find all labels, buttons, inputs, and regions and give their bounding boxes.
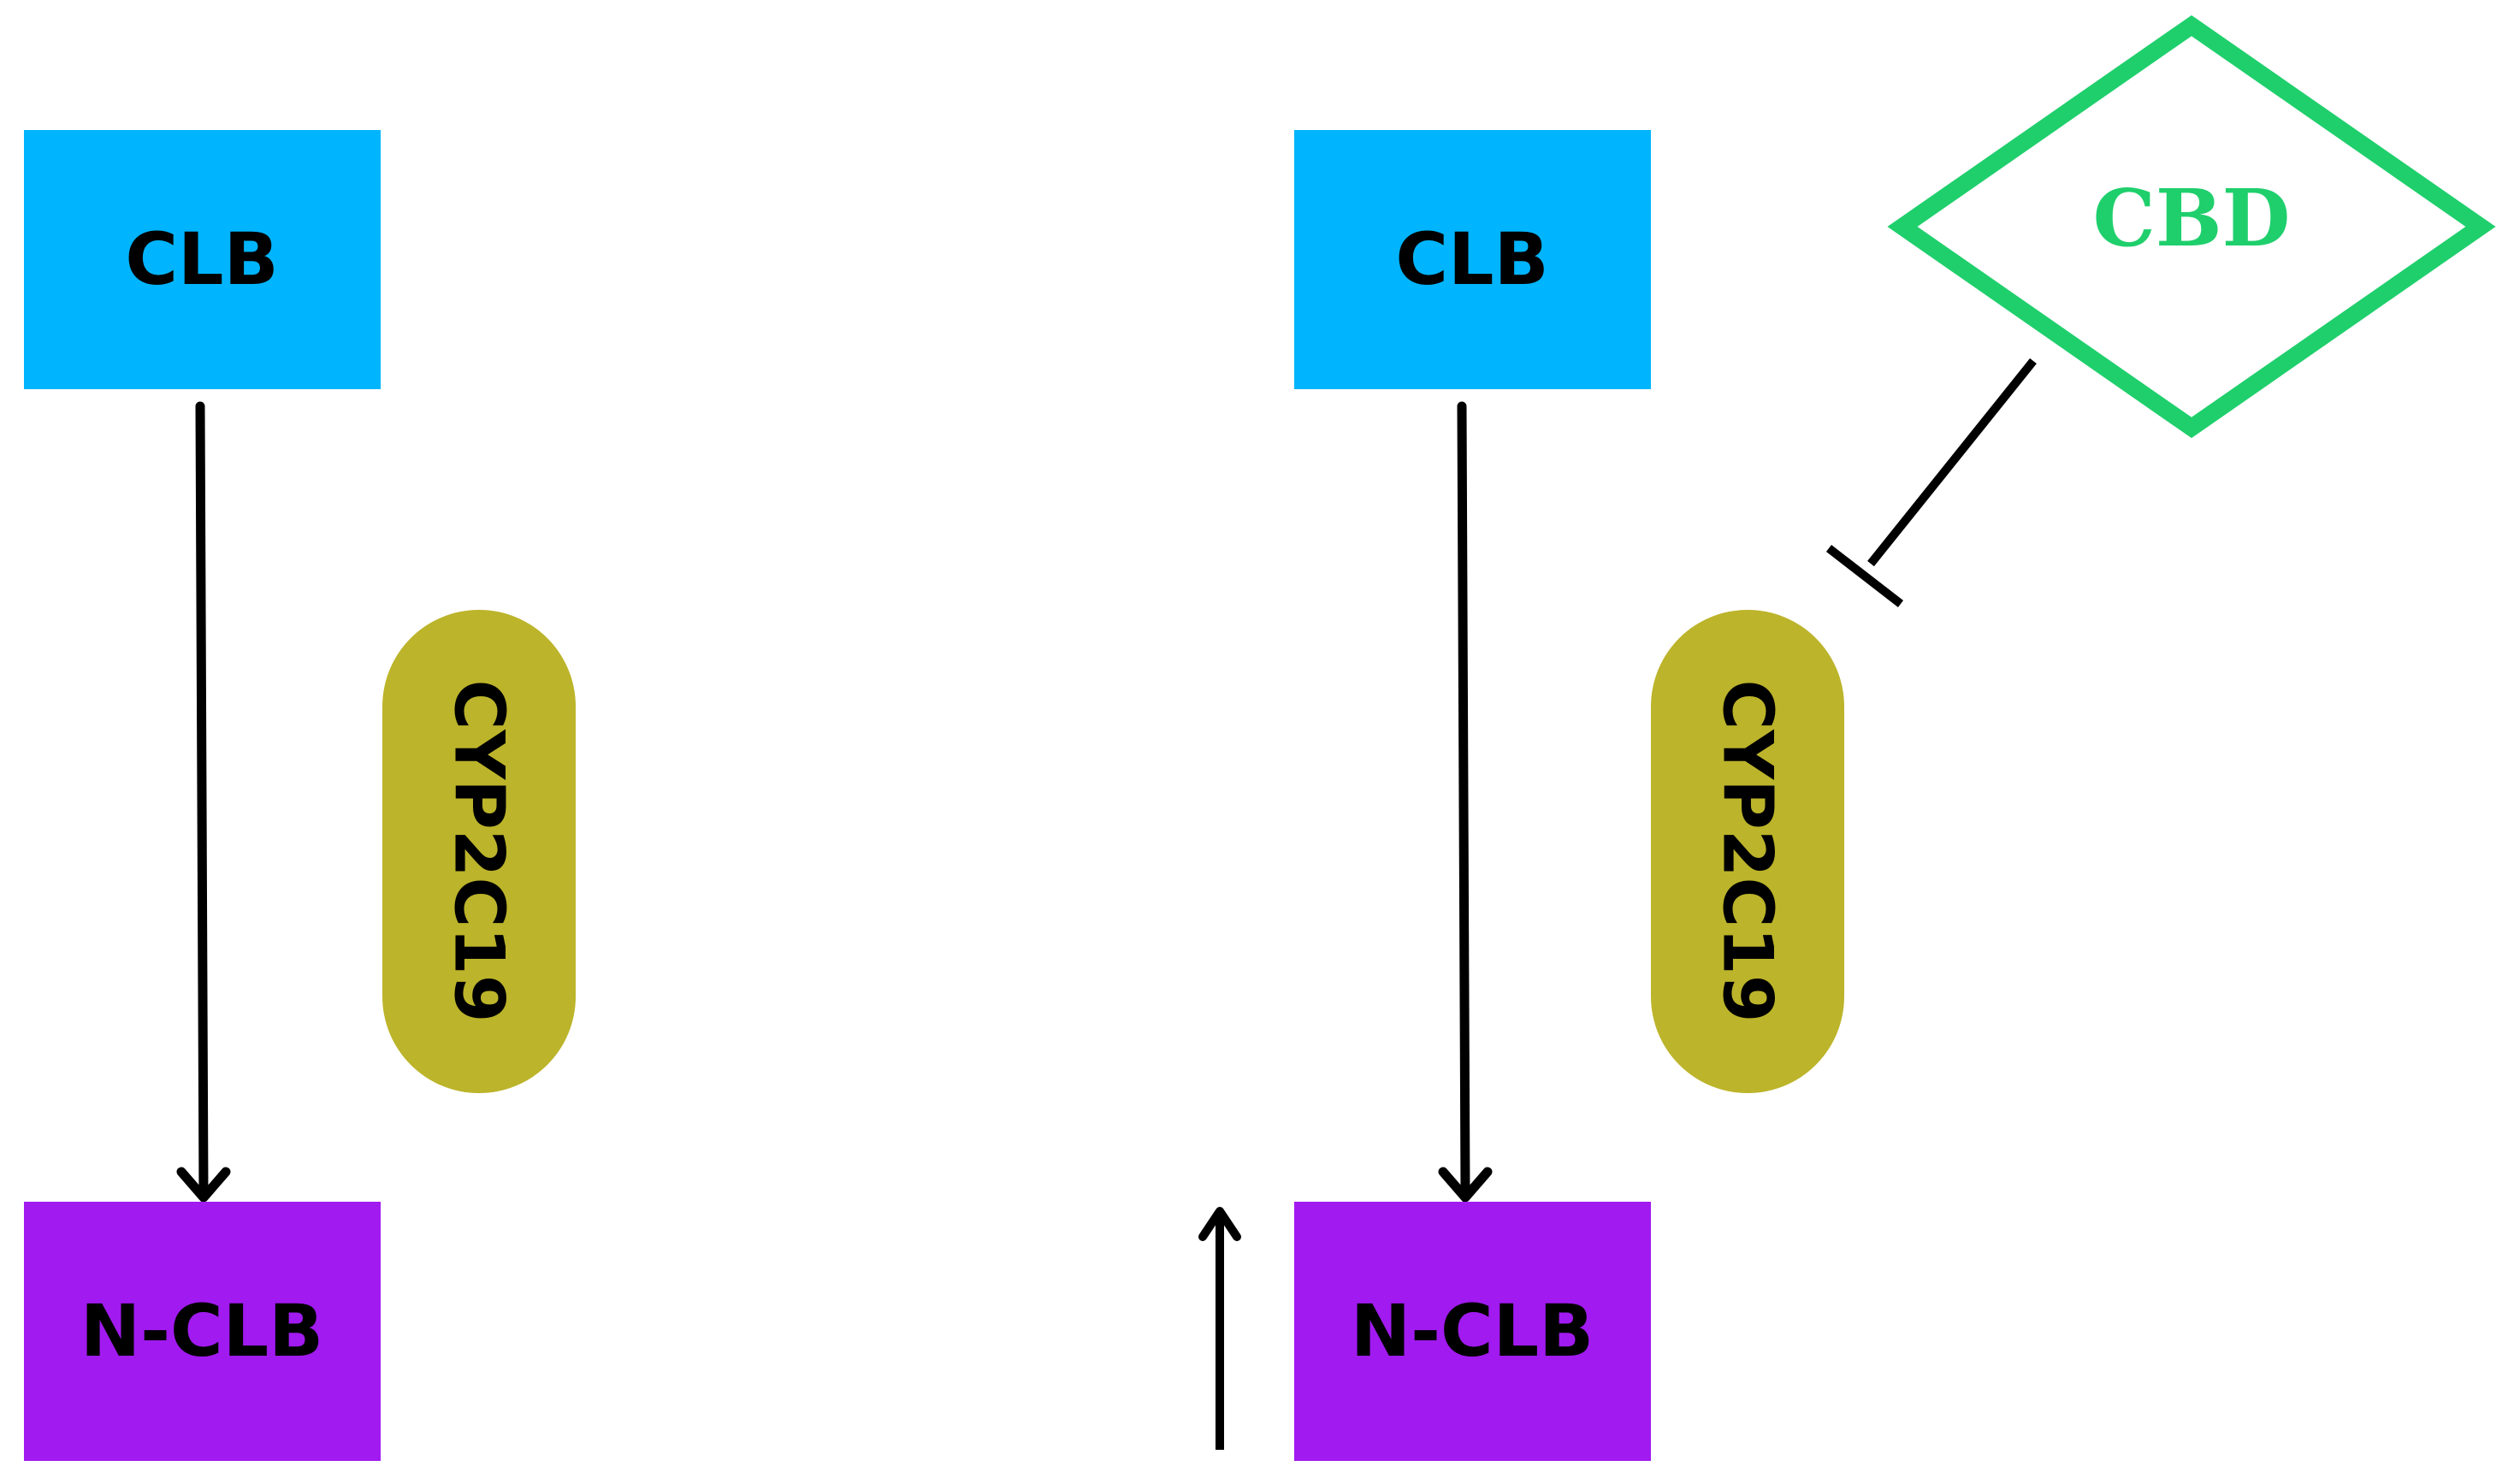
left-metabolite-node: N-CLB bbox=[24, 1202, 381, 1461]
right-substrate-box bbox=[1294, 130, 1651, 389]
inhibitor-diamond bbox=[1887, 15, 2496, 439]
left-substrate-node: CLB bbox=[24, 130, 381, 389]
inhibitor-label: CBD bbox=[2093, 172, 2291, 264]
right-substrate-node: CLB bbox=[1294, 130, 1651, 389]
left-enzyme-label: CYP2C19 bbox=[440, 680, 519, 1023]
right-enzyme-label: CYP2C19 bbox=[1708, 680, 1788, 1023]
increase-arrow-icon bbox=[1198, 1207, 1241, 1450]
right-metabolite-box bbox=[1294, 1202, 1651, 1461]
right-substrate-label: CLB bbox=[1395, 217, 1548, 301]
inhibition-connector bbox=[1825, 358, 2037, 607]
right-metabolite-node: N-CLB bbox=[1294, 1202, 1651, 1461]
left-substrate-box bbox=[24, 130, 381, 389]
right-conversion-arrow bbox=[1438, 401, 1493, 1203]
left-metabolite-box bbox=[24, 1202, 381, 1461]
right-enzyme-node: CYP2C19 bbox=[1651, 610, 1844, 1093]
left-enzyme-pill bbox=[382, 610, 576, 1093]
left-conversion-arrow bbox=[176, 401, 231, 1203]
left-substrate-label: CLB bbox=[125, 217, 278, 301]
right-panel: CLB CYP2C19 CBD N-CLB bbox=[1198, 15, 2496, 1461]
right-metabolite-label: N-CLB bbox=[1351, 1289, 1594, 1373]
inhibitor-node: CBD bbox=[1887, 15, 2496, 439]
left-metabolite-label: N-CLB bbox=[80, 1289, 323, 1373]
left-panel: CLB CYP2C19 N-CLB bbox=[24, 130, 576, 1461]
right-enzyme-pill bbox=[1651, 610, 1844, 1093]
left-enzyme-node: CYP2C19 bbox=[382, 610, 576, 1093]
